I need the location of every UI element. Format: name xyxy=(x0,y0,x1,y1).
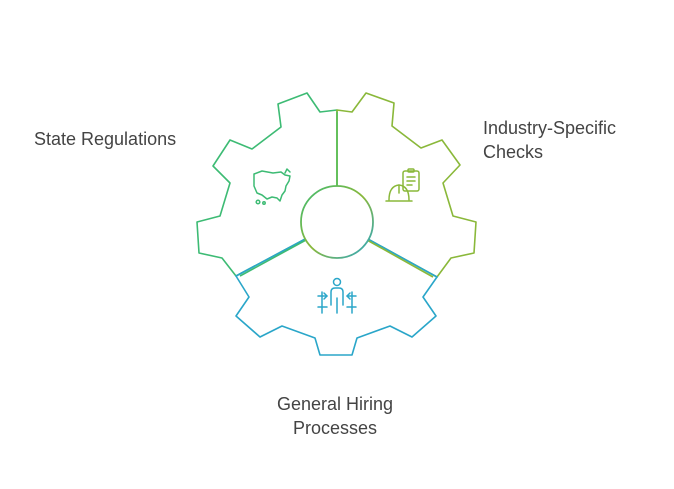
gear-segment-state xyxy=(196,92,338,277)
divider-left xyxy=(239,239,307,277)
general-hiring-line-1: General Hiring xyxy=(276,394,394,414)
general-hiring-line-2: Processes xyxy=(292,418,378,438)
gear-segment-general xyxy=(235,221,438,356)
general-hiring-label: General Hiring Processes xyxy=(240,392,430,440)
person-scanner-icon xyxy=(317,277,357,314)
industry-specific-line-1: Industry-Specific xyxy=(483,118,617,138)
center-hub xyxy=(300,185,374,259)
divider-right xyxy=(366,239,434,278)
gear-segment-industry xyxy=(336,92,477,278)
hard-hat-clipboard-icon xyxy=(385,168,420,202)
industry-specific-label: Industry-Specific Checks xyxy=(483,116,616,164)
us-map-icon xyxy=(253,168,291,205)
state-regulations-label: State Regulations xyxy=(34,127,176,151)
industry-specific-line-2: Checks xyxy=(483,142,544,162)
state-regulations-text: State Regulations xyxy=(34,129,177,149)
